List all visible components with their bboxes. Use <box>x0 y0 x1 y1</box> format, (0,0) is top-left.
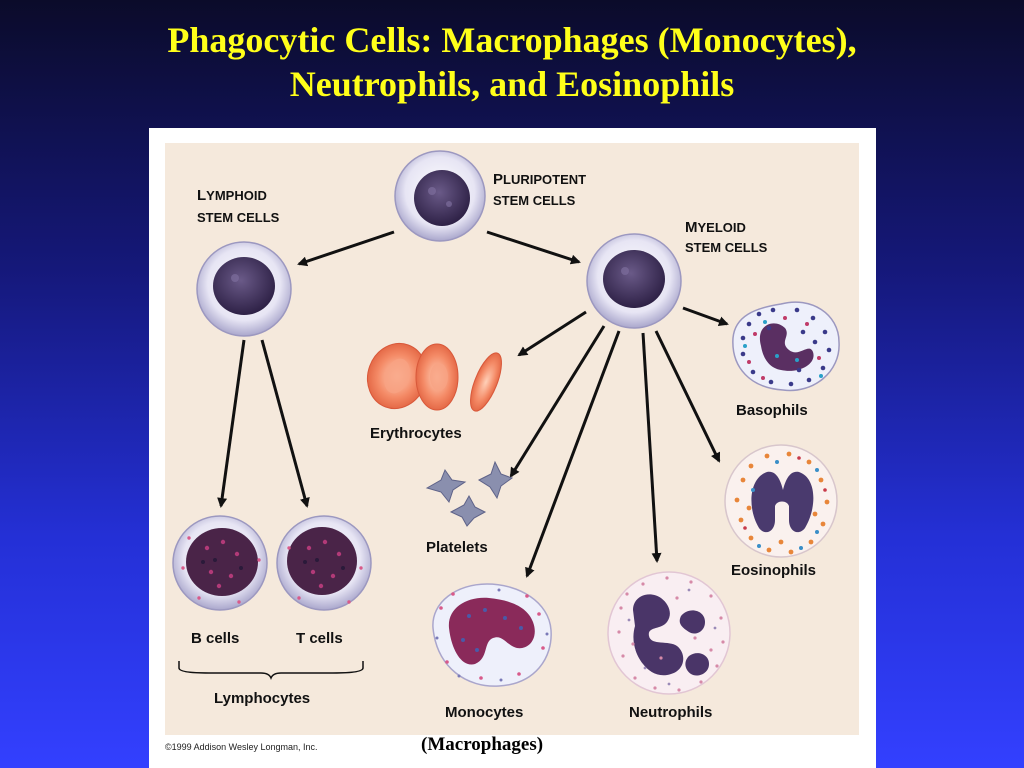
arrow-to-basophils <box>682 306 729 326</box>
copyright-text: ©1999 Addison Wesley Longman, Inc. <box>165 742 318 752</box>
arrow-to-b-cells <box>217 339 246 508</box>
arrow-to-lymphoid <box>297 230 395 267</box>
figure-panel: PLURIPOTENT STEM CELLS LYMPHOID STEM CEL… <box>149 128 876 768</box>
monocytes-label: Monocytes <box>445 704 523 721</box>
title-line-2: Neutrophils, and Eosinophils <box>289 64 735 104</box>
lymphoid-stem-cell <box>196 241 292 337</box>
lineage-arrows <box>217 230 729 578</box>
pluripotent-stem-cell <box>394 150 486 242</box>
lymphocytes-label: Lymphocytes <box>214 690 310 707</box>
myeloid-label-line2: STEM CELLS <box>685 240 768 255</box>
arrow-to-erythrocytes <box>517 310 587 357</box>
eosinophils-label: Eosinophils <box>731 562 816 579</box>
arrow-to-eosinophils <box>654 330 721 463</box>
monocyte-cell <box>432 583 552 687</box>
platelets-label: Platelets <box>426 539 488 556</box>
arrow-to-monocytes <box>525 330 621 578</box>
arrow-to-myeloid <box>486 230 581 265</box>
neutrophils-label: Neutrophils <box>629 704 712 721</box>
t-cell <box>276 515 372 611</box>
myeloid-stem-cell <box>586 233 682 329</box>
b-cells-label: B cells <box>191 630 239 647</box>
title-line-1: Phagocytic Cells: Macrophages (Monocytes… <box>167 20 857 60</box>
slide-title: Phagocytic Cells: Macrophages (Monocytes… <box>0 18 1024 106</box>
lymphocytes-brace <box>178 661 364 681</box>
eosinophil-cell <box>724 444 838 558</box>
platelets-cells <box>425 460 514 527</box>
arrow-to-platelets <box>509 325 606 478</box>
myeloid-label: MYELOID <box>685 219 746 236</box>
pluripotent-label: PLURIPOTENT <box>493 171 586 188</box>
t-cells-label: T cells <box>296 630 343 647</box>
lymphoid-label: LYMPHOID <box>197 187 267 204</box>
neutrophil-cell <box>607 571 731 695</box>
b-cell <box>172 515 268 611</box>
arrow-to-neutrophils <box>641 332 662 563</box>
basophils-label: Basophils <box>736 402 808 419</box>
macrophages-caption: (Macrophages) <box>421 734 543 755</box>
arrow-to-t-cells <box>260 339 310 508</box>
pluripotent-label-line2: STEM CELLS <box>493 193 576 208</box>
lymphoid-label-line2: STEM CELLS <box>197 210 280 225</box>
erythrocytes-label: Erythrocytes <box>370 425 462 442</box>
basophil-cell <box>732 301 840 392</box>
erythrocytes-cells <box>367 342 502 412</box>
hematopoiesis-diagram: PLURIPOTENT STEM CELLS LYMPHOID STEM CEL… <box>165 143 859 755</box>
